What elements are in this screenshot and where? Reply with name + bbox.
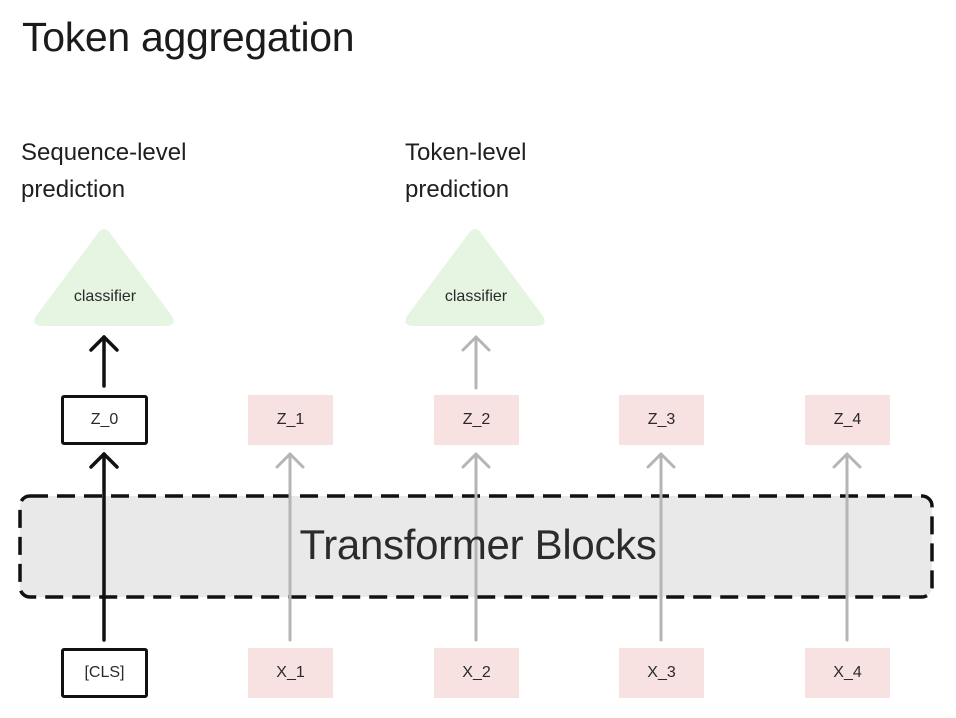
input-token-x2: X_2 bbox=[434, 648, 519, 698]
output-token-z1: Z_1 bbox=[248, 395, 333, 445]
output-token-z2: Z_2 bbox=[434, 395, 519, 445]
sequence-label-line-1: Sequence-level bbox=[21, 139, 187, 166]
x1-to-z1-arrow bbox=[275, 452, 305, 642]
z0-to-classifier-arrow bbox=[89, 335, 119, 388]
token-classifier-label: classifier bbox=[444, 288, 508, 305]
output-token-z0: Z_0 bbox=[61, 395, 148, 445]
input-token-x4: X_4 bbox=[805, 648, 890, 698]
sequence-classifier-triangle bbox=[34, 229, 174, 326]
z2-to-classifier-arrow bbox=[461, 335, 491, 390]
x3-to-z3-arrow bbox=[646, 452, 676, 642]
output-token-z4: Z_4 bbox=[805, 395, 890, 445]
transformer-blocks-label: Transformer Blocks bbox=[299, 521, 657, 568]
page-title: Token aggregation bbox=[22, 14, 355, 60]
input-token-x1: X_1 bbox=[248, 648, 333, 698]
cls-to-z0-arrow bbox=[89, 452, 119, 642]
token-classifier-triangle bbox=[405, 229, 545, 326]
sequence-label-line-2: prediction bbox=[21, 176, 126, 203]
output-token-z3: Z_3 bbox=[619, 395, 704, 445]
sequence-level-prediction-label: Sequence-level prediction bbox=[21, 134, 186, 208]
token-level-prediction-label: Token-level prediction bbox=[405, 134, 526, 208]
input-token-x3: X_3 bbox=[619, 648, 704, 698]
x2-to-z2-arrow bbox=[461, 452, 491, 642]
sequence-classifier-label: classifier bbox=[73, 288, 137, 305]
token-label-line-1: Token-level bbox=[405, 139, 527, 166]
input-token-cls: [CLS] bbox=[61, 648, 148, 698]
token-label-line-2: prediction bbox=[405, 176, 510, 203]
x4-to-z4-arrow bbox=[832, 452, 862, 642]
